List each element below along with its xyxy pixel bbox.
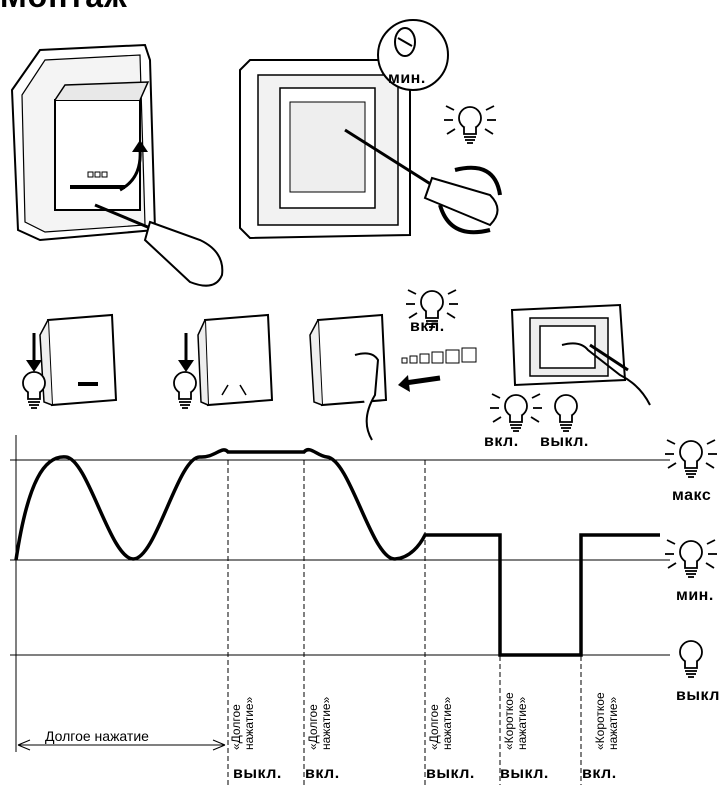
max-level-label: макс	[672, 487, 712, 504]
press-step-4	[489, 303, 651, 432]
event-state-3: выкл.	[426, 765, 475, 782]
press-step-2	[173, 313, 274, 409]
press-step-1	[22, 313, 118, 409]
timing-diagram	[10, 435, 670, 785]
led-indicator-icon	[87, 171, 108, 178]
event-state-2: вкл.	[305, 765, 340, 782]
on-label-top: вкл.	[410, 318, 445, 335]
mechanism-illustration	[10, 43, 224, 287]
press-step-3	[309, 289, 477, 441]
off-level-label: выкл	[676, 687, 720, 704]
frame-adjust-illustration	[239, 19, 502, 240]
page-title: Монтаж	[0, 0, 128, 15]
min-level-label: мин.	[676, 587, 714, 604]
min-label-top: мин.	[388, 70, 426, 87]
event-state-4: выкл.	[500, 765, 549, 782]
off-label-bottom: выкл.	[540, 433, 589, 450]
level-indicator-icon	[401, 347, 477, 364]
event-state-5: вкл.	[582, 765, 617, 782]
on-label-bottom: вкл.	[484, 433, 519, 450]
event-state-1: выкл.	[233, 765, 282, 782]
long-press-label: Долгое нажатие	[45, 728, 149, 744]
